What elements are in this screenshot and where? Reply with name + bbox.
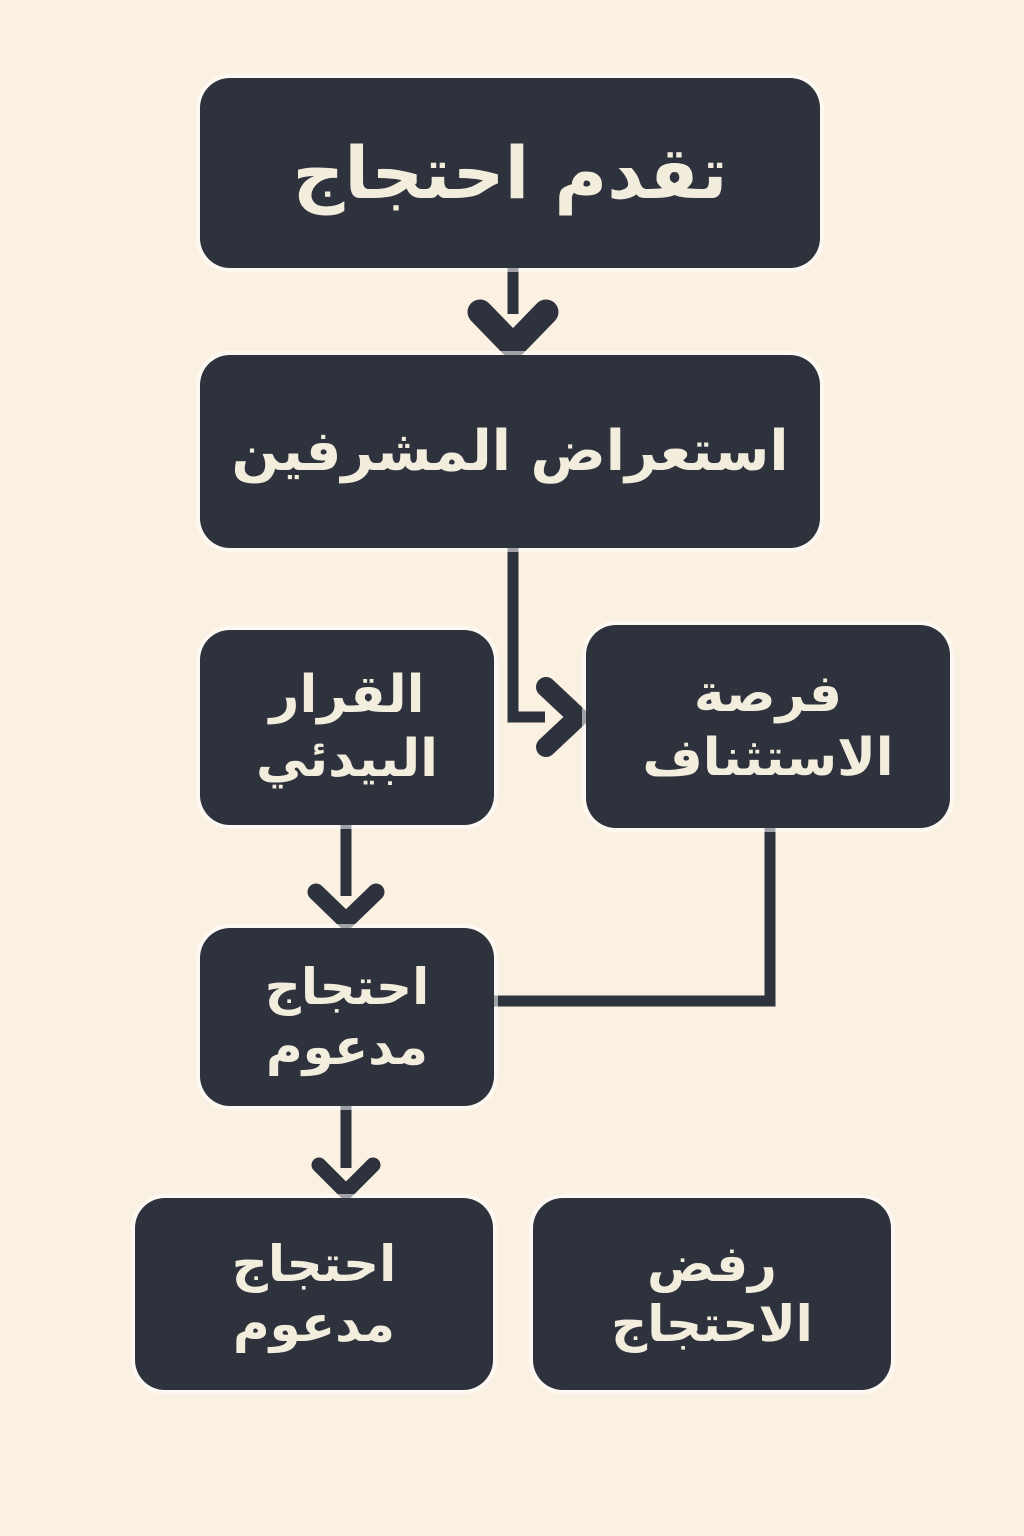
node-supported-protest-bottom: احتجاج مدعوم	[135, 1198, 493, 1390]
edge-review-to-appeal-line	[507, 545, 545, 723]
node-supported-protest-bottom-label: احتجاج مدعوم	[231, 1235, 397, 1353]
node-submit-protest: تقدم احتجاج	[200, 78, 820, 268]
node-initial-decision: القرار البيدئي	[200, 630, 494, 825]
node-appeal-opportunity: فرصة الاستثناف	[586, 625, 950, 828]
node-initial-decision-label: القرار البيدئي	[256, 665, 438, 789]
node-moderator-review-label: استعراض المشرفين	[231, 419, 789, 484]
edge-supported-to-bottom-arrowhead	[311, 1157, 381, 1200]
edge-appeal-to-supported-line	[492, 824, 776, 1007]
node-appeal-opportunity-label: فرصة الاستثناف	[642, 664, 894, 788]
node-moderator-review: استعراض المشرفين	[200, 355, 820, 548]
node-submit-protest-label: تقدم احتجاج	[292, 131, 728, 215]
node-protest-rejected: رفض الاحتجاج	[533, 1198, 891, 1390]
edge-decision-to-supported-arrowhead	[307, 883, 385, 930]
node-supported-protest-mid: احتجاج مدعوم	[200, 928, 494, 1106]
edge-submit-to-review-arrowhead	[467, 299, 559, 359]
edge-review-to-appeal-arrowhead	[536, 677, 588, 757]
node-protest-rejected-label: رفض الاحتجاج	[611, 1235, 813, 1353]
node-supported-protest-mid-label: احتجاج مدعوم	[264, 958, 430, 1076]
